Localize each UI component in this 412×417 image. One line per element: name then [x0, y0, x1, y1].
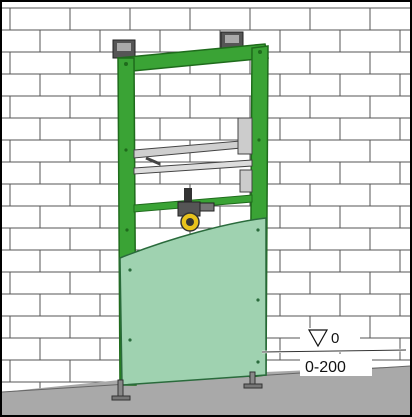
right-side-bracket — [237, 117, 253, 155]
right-side-bracket-lower — [239, 169, 253, 193]
top-bracket-right-face — [225, 35, 239, 43]
level-mark: 0 — [331, 330, 339, 347]
foot-left — [117, 379, 124, 399]
panel-screw — [256, 360, 260, 364]
level-line-inner — [261, 349, 407, 353]
screw — [258, 50, 262, 54]
level-annotation: 0 0-200 — [261, 328, 407, 376]
cover-panel — [119, 217, 267, 386]
level-triangle-icon — [307, 329, 329, 348]
floor — [2, 366, 410, 415]
panel-screw — [256, 298, 260, 302]
fitting-center — [186, 218, 194, 226]
foot-right-plate — [243, 383, 263, 389]
top-bracket-left-face — [117, 43, 131, 51]
supply-pipe — [184, 188, 192, 206]
panel-screw — [128, 338, 132, 342]
level-label-bg — [300, 328, 360, 350]
support-rod — [145, 156, 161, 166]
foot-left-plate — [111, 395, 131, 401]
height-label-bg — [300, 354, 372, 376]
crossbar-middle — [133, 159, 253, 175]
panel-screw — [256, 228, 260, 232]
height-range-label: 0-200 — [305, 359, 346, 376]
panel-screw — [128, 268, 132, 272]
screw — [124, 62, 128, 66]
screw — [125, 228, 129, 232]
screw — [257, 138, 261, 142]
screw — [124, 148, 128, 152]
valve-outlet — [199, 202, 215, 212]
